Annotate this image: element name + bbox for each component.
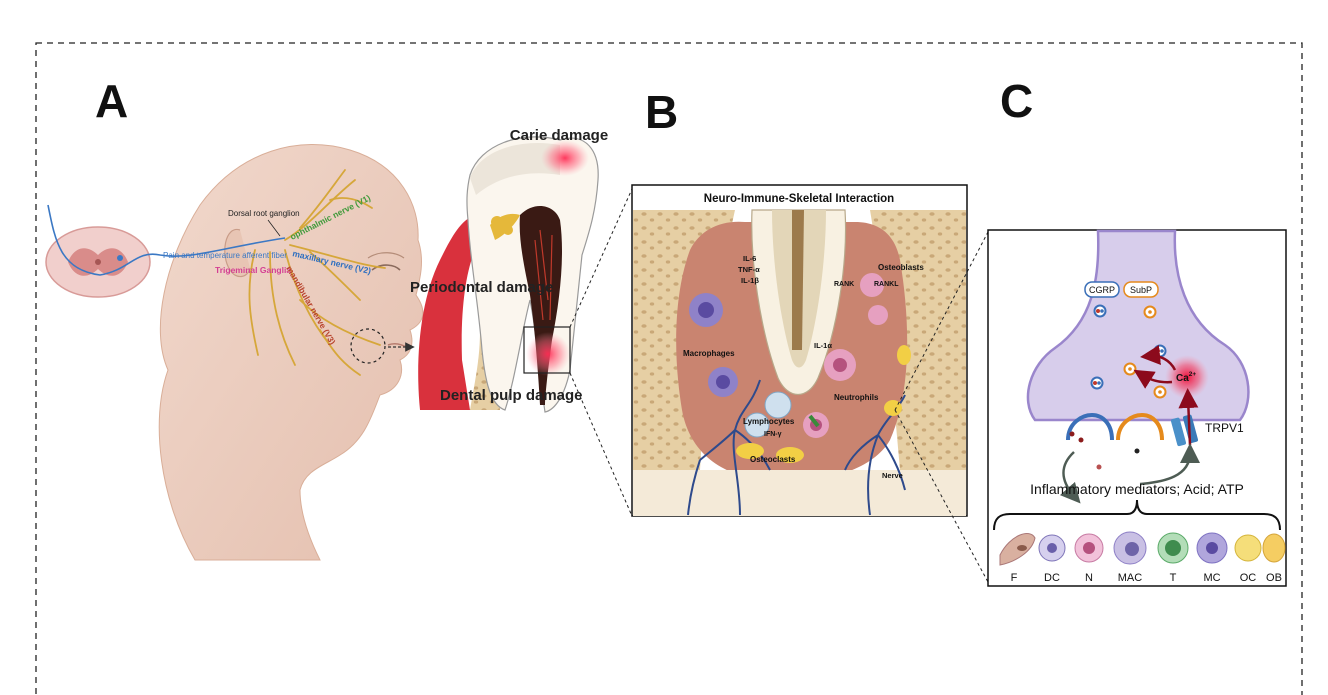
panel-label-a: A — [95, 75, 128, 127]
label-neutrophils: Neutrophils — [834, 393, 879, 402]
subp-label: SubP — [1130, 285, 1152, 295]
label-nerve: Nerve — [882, 471, 903, 480]
label-il1b: IL-1β — [741, 276, 759, 285]
cell-label-mac: MAC — [1118, 572, 1143, 584]
cgrp-label: CGRP — [1089, 285, 1115, 295]
cell-label-n: N — [1085, 572, 1093, 584]
cell-label-ob: OB — [1266, 572, 1282, 584]
cell-label-dc: DC — [1044, 572, 1060, 584]
cell-label-t: T — [1170, 572, 1177, 584]
periodontal-damage-label: Periodontal damage — [410, 279, 553, 296]
cell-label-oc: OC — [1240, 572, 1257, 584]
osteoclast-cell-icon — [1235, 535, 1261, 561]
label-osteoblasts: Osteoblasts — [878, 263, 924, 272]
carie-damage-label: Carie damage — [510, 127, 608, 144]
released-granule — [1079, 438, 1084, 443]
cell-label-mc: MC — [1203, 572, 1220, 584]
tooth-illustration — [418, 137, 598, 412]
label-macrophages: Macrophages — [683, 349, 735, 358]
cell-label-f: F — [1011, 572, 1018, 584]
label-rankl: RANKL — [874, 281, 899, 288]
released-granule — [1097, 465, 1102, 470]
label-il1a: IL-1α — [814, 341, 832, 350]
panel-b-title: Neuro-Immune-Skeletal Interaction — [704, 193, 894, 205]
label-tnfa: TNF-α — [738, 265, 760, 274]
panel-label-c: C — [1000, 75, 1033, 127]
spinal-cord-section — [46, 227, 150, 297]
label-osteoclasts: Osteoclasts — [750, 455, 796, 464]
label-il6: IL-6 — [743, 254, 756, 263]
trigeminal-ganglia-label: Trigeminal Ganglia — [215, 265, 291, 275]
osteoblast-cell-icon — [1263, 534, 1285, 562]
label-lymphocytes: Lymphocytes — [743, 417, 795, 426]
released-granule — [1070, 432, 1075, 437]
panel-label-b: B — [645, 86, 678, 138]
mediators-label: Inflammatory mediators; Acid; ATP — [1030, 481, 1244, 497]
dental-pulp-damage-label: Dental pulp damage — [440, 387, 583, 404]
afferent-fiber-label: Pain and temperature afferent fiber — [163, 251, 287, 260]
released-granule — [1135, 449, 1140, 454]
dorsal-root-ganglion-label: Dorsal root ganglion — [228, 209, 300, 218]
label-rank: RANK — [834, 281, 854, 288]
label-ifng: IFN-γ — [764, 431, 782, 438]
afferent-fiber-node — [117, 255, 123, 261]
trpv1-label: TRPV1 — [1205, 421, 1244, 435]
